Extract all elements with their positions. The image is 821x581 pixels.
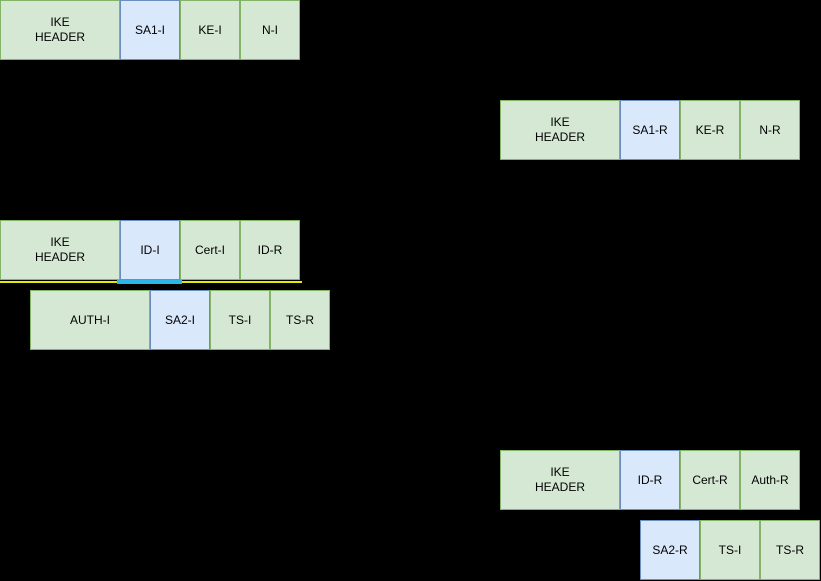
payload-label: KE-I: [198, 22, 222, 37]
payload-label: N-R: [759, 122, 781, 137]
message-row-ike-auth-response-line1: IKE HEADER ID-R Cert-R Auth-R: [500, 450, 800, 510]
payload-label: IKE HEADER: [534, 465, 585, 494]
payload-box-ike-header[interactable]: IKE HEADER: [500, 100, 620, 160]
payload-label: Cert-I: [195, 242, 225, 257]
payload-box-ts-i[interactable]: TS-I: [210, 290, 270, 350]
payload-box-ke-i[interactable]: KE-I: [180, 0, 240, 60]
payload-box-cert-i[interactable]: Cert-I: [180, 220, 240, 280]
payload-label: AUTH-I: [70, 312, 110, 327]
payload-box-sa2-r[interactable]: SA2-R: [640, 520, 700, 580]
payload-box-id-r[interactable]: ID-R: [240, 220, 300, 280]
payload-box-n-r[interactable]: N-R: [740, 100, 800, 160]
payload-label: IKE HEADER: [34, 235, 85, 264]
selection-highlight-cyan-underline: [117, 280, 182, 284]
payload-box-sa1-r[interactable]: SA1-R: [620, 100, 680, 160]
payload-box-ike-header[interactable]: IKE HEADER: [0, 0, 120, 60]
payload-box-ike-header[interactable]: IKE HEADER: [0, 220, 120, 280]
payload-label: IKE HEADER: [34, 15, 85, 44]
payload-label: IKE HEADER: [534, 115, 585, 144]
payload-box-sa2-i[interactable]: SA2-I: [150, 290, 210, 350]
payload-box-ts-r[interactable]: TS-R: [760, 520, 820, 580]
payload-label: TS-R: [286, 312, 314, 327]
payload-box-ike-header[interactable]: IKE HEADER: [500, 450, 620, 510]
message-row-ike-auth-request-line1: IKE HEADER ID-I Cert-I ID-R: [0, 220, 300, 280]
message-row-ike-auth-request-line2: AUTH-I SA2-I TS-I TS-R: [30, 290, 330, 350]
payload-box-ts-r[interactable]: TS-R: [270, 290, 330, 350]
payload-box-sa1-i[interactable]: SA1-I: [120, 0, 180, 60]
payload-label: KE-R: [695, 122, 725, 137]
payload-label: ID-I: [140, 242, 160, 257]
payload-box-ts-i[interactable]: TS-I: [700, 520, 760, 580]
payload-box-cert-r[interactable]: Cert-R: [680, 450, 740, 510]
payload-box-auth-i[interactable]: AUTH-I: [30, 290, 150, 350]
payload-label: TS-I: [718, 542, 742, 557]
payload-label: SA1-R: [632, 122, 668, 137]
payload-label: SA2-I: [164, 312, 195, 327]
payload-label: TS-I: [228, 312, 252, 327]
payload-label: ID-R: [257, 242, 283, 257]
payload-label: SA1-I: [134, 22, 165, 37]
message-row-ike-sa-init-request: IKE HEADER SA1-I KE-I N-I: [0, 0, 300, 60]
payload-box-n-i[interactable]: N-I: [240, 0, 300, 60]
payload-label: TS-R: [776, 542, 804, 557]
payload-label: N-I: [262, 22, 278, 37]
message-row-ike-sa-init-response: IKE HEADER SA1-R KE-R N-R: [500, 100, 800, 160]
payload-box-ke-r[interactable]: KE-R: [680, 100, 740, 160]
payload-label: SA2-R: [652, 542, 688, 557]
payload-box-auth-r[interactable]: Auth-R: [740, 450, 800, 510]
payload-label: ID-R: [637, 472, 663, 487]
payload-box-id-r[interactable]: ID-R: [620, 450, 680, 510]
payload-box-id-i[interactable]: ID-I: [120, 220, 180, 280]
payload-label: Auth-R: [751, 472, 789, 487]
payload-label: Cert-R: [692, 472, 728, 487]
message-row-ike-auth-response-line2: SA2-R TS-I TS-R: [640, 520, 820, 580]
